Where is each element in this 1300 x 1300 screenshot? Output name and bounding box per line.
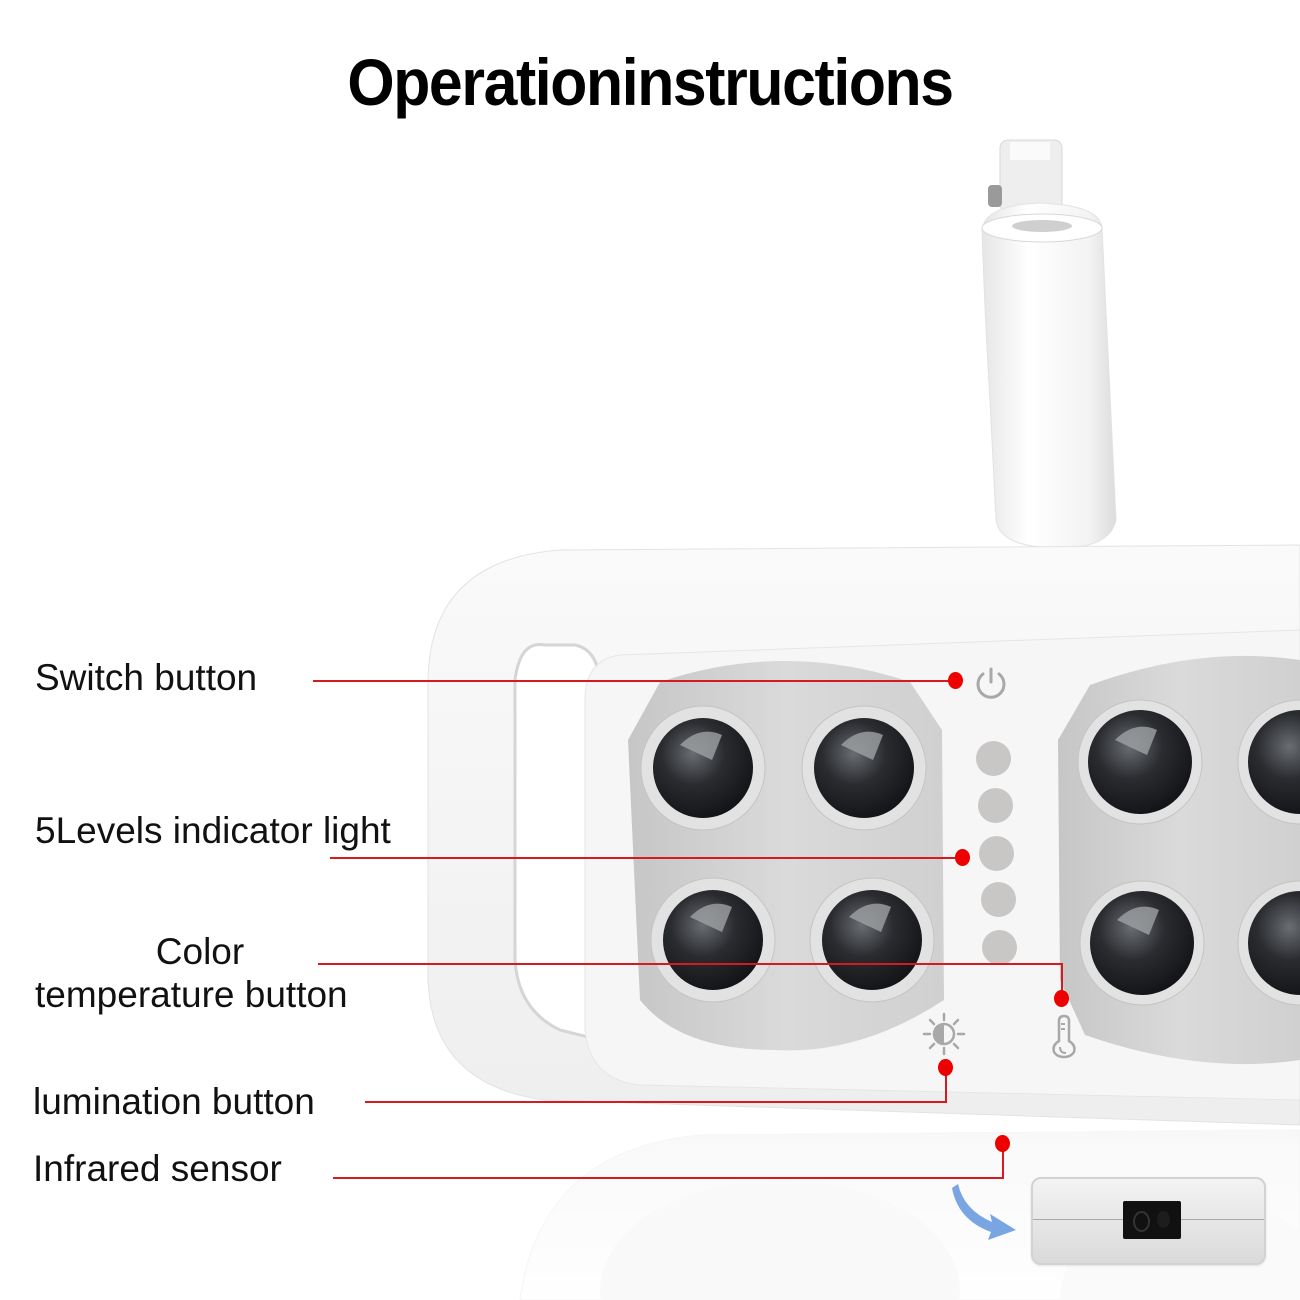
callout-label-illumination: lumination button bbox=[33, 1081, 315, 1122]
curved-arrow-icon bbox=[952, 1184, 1016, 1240]
sensor-receiver bbox=[1157, 1211, 1170, 1228]
infrared-sensor-inset bbox=[1031, 1177, 1266, 1265]
callout-label-color-temp-line1: Color bbox=[155, 931, 245, 972]
right-lens-panel bbox=[1058, 655, 1300, 1065]
callout-dot-color-temp bbox=[1054, 990, 1069, 1007]
leader-line-indicator bbox=[330, 857, 958, 859]
leader-line-color-temp-vertical bbox=[1061, 963, 1063, 995]
page-title: Operationinstructions bbox=[347, 45, 954, 119]
arm-connector bbox=[981, 139, 1117, 549]
indicator-light-4 bbox=[981, 882, 1016, 917]
power-icon[interactable] bbox=[971, 663, 1011, 703]
indicator-light-3 bbox=[979, 836, 1014, 871]
left-lens-panel bbox=[628, 661, 944, 1051]
callout-label-indicator: 5Levels indicator light bbox=[35, 810, 391, 851]
leader-line-switch bbox=[313, 680, 953, 682]
indicator-light-1 bbox=[976, 741, 1011, 776]
thermometer-icon[interactable] bbox=[1048, 1013, 1080, 1059]
callout-label-color-temp-line2: temperature button bbox=[35, 974, 348, 1015]
indicator-light-5 bbox=[982, 930, 1017, 965]
callout-dot-illumination bbox=[938, 1059, 953, 1076]
leader-line-infrared-vertical bbox=[1002, 1145, 1004, 1179]
sensor-emitter bbox=[1133, 1211, 1150, 1232]
callout-label-infrared: Infrared sensor bbox=[33, 1148, 282, 1189]
leader-line-illumination-vertical bbox=[945, 1070, 947, 1103]
leader-line-infrared bbox=[333, 1177, 1004, 1179]
indicator-light-2 bbox=[978, 788, 1013, 823]
leader-line-color-temp bbox=[318, 963, 1063, 965]
infrared-sensor-window bbox=[1123, 1201, 1181, 1239]
leader-line-illumination bbox=[365, 1101, 947, 1103]
callout-dot-switch bbox=[948, 672, 963, 689]
sun-contrast-icon[interactable] bbox=[920, 1010, 968, 1058]
callout-dot-indicator bbox=[955, 849, 970, 866]
callout-dot-infrared bbox=[995, 1135, 1010, 1152]
callout-label-switch: Switch button bbox=[35, 657, 258, 698]
